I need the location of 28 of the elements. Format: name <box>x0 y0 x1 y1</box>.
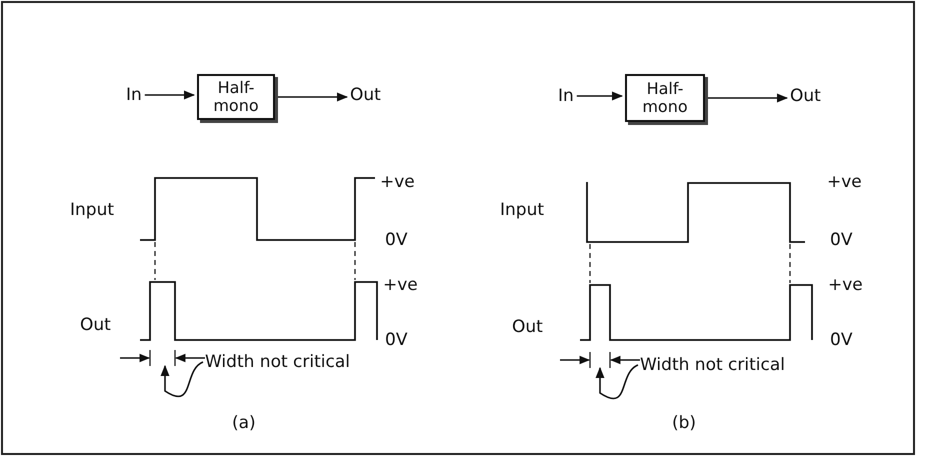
text-label: 0V <box>830 230 852 250</box>
text-label: (a) <box>232 413 256 433</box>
arrow <box>708 94 788 102</box>
node-label: Width not critical <box>205 352 350 372</box>
text-label: +ve <box>827 172 862 192</box>
node-label: Width not critical <box>640 355 785 375</box>
node-label: In <box>558 86 574 106</box>
node-label: Out <box>790 86 821 106</box>
text-label: 0V <box>830 330 852 350</box>
text-label: +ve <box>828 275 863 295</box>
leader-line <box>596 364 638 400</box>
text-label: 0V <box>385 330 408 350</box>
text-label: Out <box>80 315 111 335</box>
arrow <box>576 92 624 100</box>
text-label: 0V <box>385 230 408 250</box>
node-label: In <box>126 85 142 105</box>
arrow <box>144 90 196 100</box>
leader-line <box>160 361 204 398</box>
text-label: +ve <box>380 172 415 192</box>
arrow <box>278 92 348 102</box>
block-box: Half-mono <box>197 74 275 120</box>
text-label: +ve <box>383 275 418 295</box>
text-label: Out <box>512 317 543 337</box>
text-label: Input <box>70 200 114 220</box>
block-box: Half-mono <box>625 74 705 122</box>
node-label: Out <box>350 85 381 105</box>
text-label: Input <box>500 200 544 220</box>
text-label: (b) <box>672 413 696 433</box>
